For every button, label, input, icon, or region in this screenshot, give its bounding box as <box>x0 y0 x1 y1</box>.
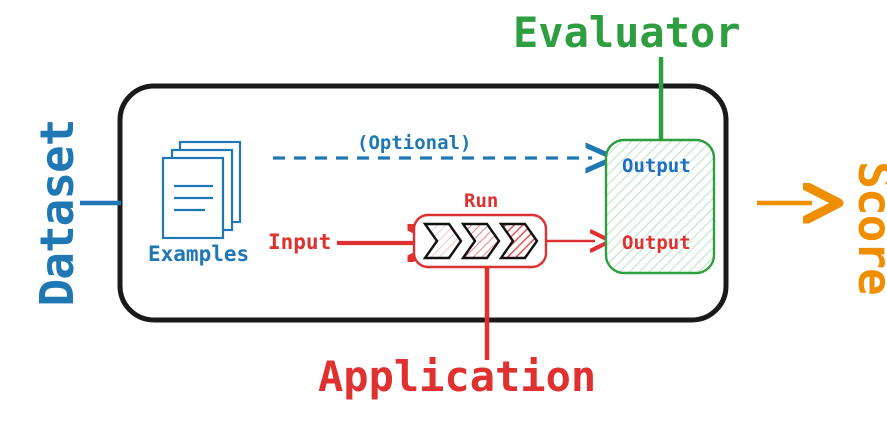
chevron-1 <box>422 222 463 260</box>
output-box <box>604 138 716 275</box>
chevron-2 <box>460 222 501 260</box>
score-label: Score <box>848 161 887 295</box>
input-label: Input <box>268 230 332 254</box>
output-top-label: Output <box>622 155 691 177</box>
output-bottom-label: Output <box>622 232 691 254</box>
chevron-3 <box>498 222 539 260</box>
evaluator-label: Evaluator <box>513 8 741 57</box>
optional-label: (Optional) <box>357 132 472 154</box>
examples-icon <box>161 140 242 240</box>
application-label: Application <box>318 352 597 401</box>
run-label: Run <box>464 190 499 212</box>
dataset-label: Dataset <box>30 119 84 307</box>
run-chevrons <box>422 222 539 260</box>
examples-label: Examples <box>148 242 250 266</box>
